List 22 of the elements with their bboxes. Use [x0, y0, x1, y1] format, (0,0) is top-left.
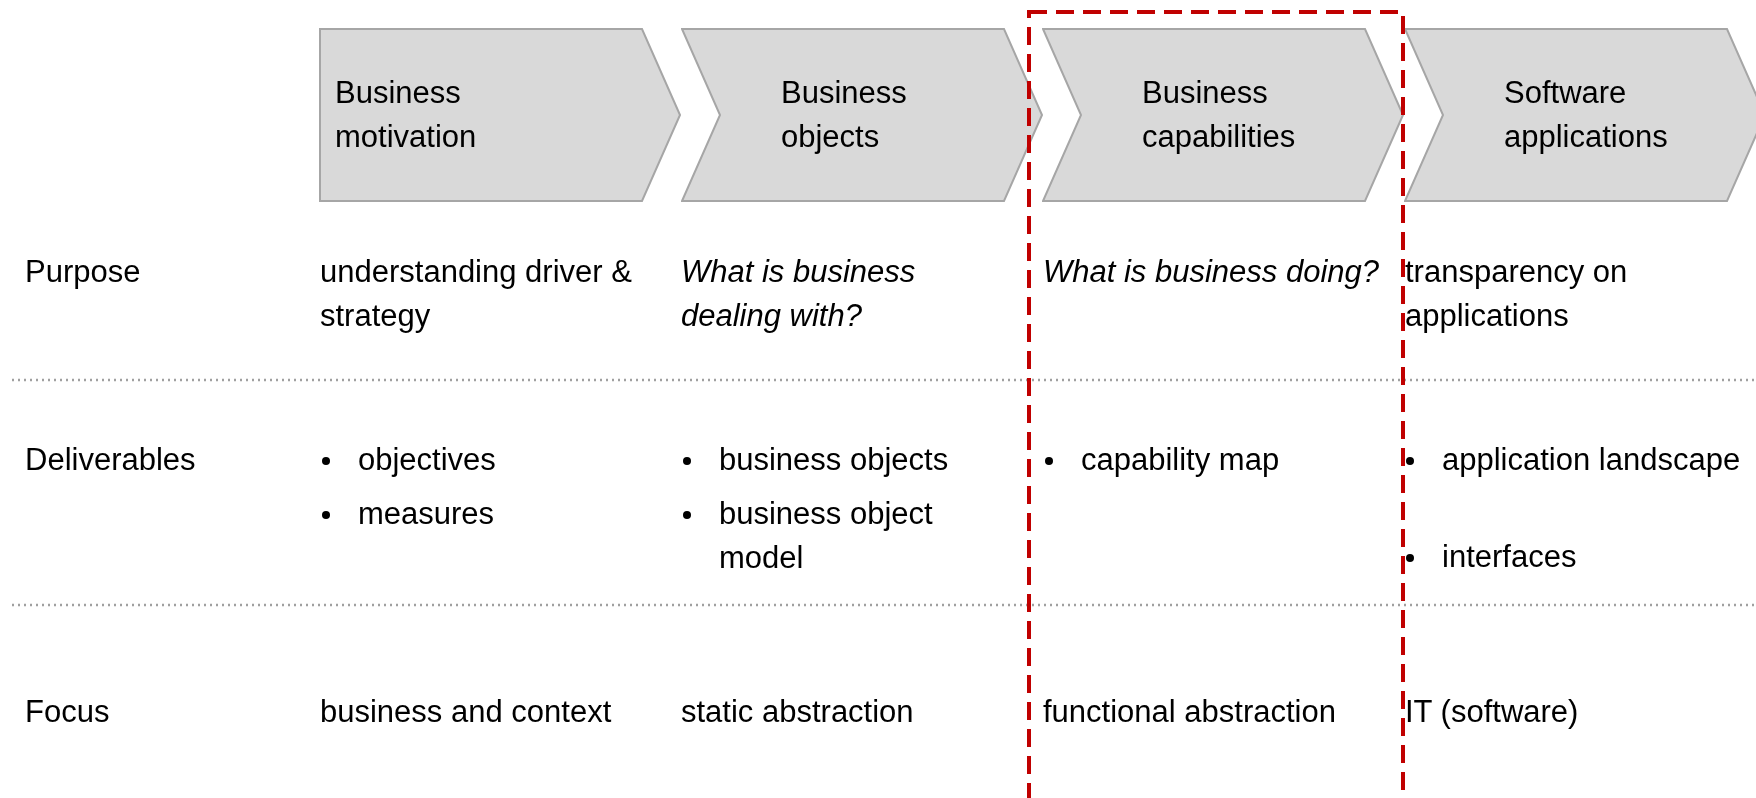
- cell-text: transparency on applications: [1405, 253, 1629, 335]
- cell-text: understanding driver & strategy: [320, 253, 633, 335]
- row-header: Focus: [25, 693, 111, 731]
- step-label: Software applications: [1504, 74, 1669, 156]
- list-item: application landscape: [1442, 441, 1742, 479]
- cell-text: What is business dealing with?: [681, 253, 917, 335]
- row-header: Purpose: [25, 253, 142, 291]
- cell-text: IT (software): [1405, 693, 1580, 731]
- list-item: interfaces: [1442, 538, 1578, 576]
- list-item: business object model: [719, 495, 934, 577]
- step-label: Business objects: [781, 74, 908, 156]
- cell-text: static abstraction: [681, 693, 915, 731]
- list-item: business objects: [719, 441, 950, 479]
- row-header: Deliverables: [25, 441, 197, 479]
- step-label: Business motivation: [335, 74, 478, 156]
- list-item: objectives: [358, 441, 497, 479]
- list-item: capability map: [1081, 441, 1281, 479]
- step-label: Business capabilities: [1142, 74, 1297, 156]
- cell-text: functional abstraction: [1043, 693, 1337, 731]
- cell-text: What is business doing?: [1043, 253, 1381, 291]
- list-item: measures: [358, 495, 496, 533]
- cell-text: business and context: [320, 693, 613, 731]
